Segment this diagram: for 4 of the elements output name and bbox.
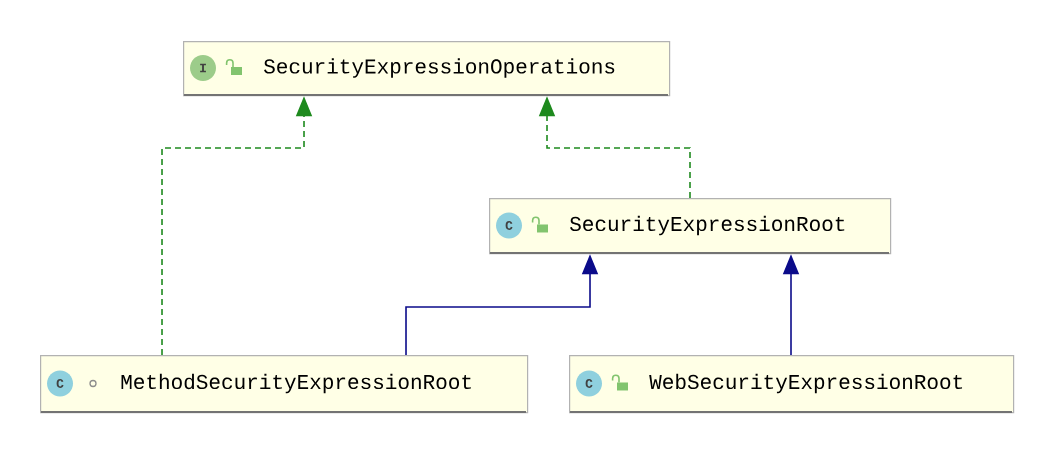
class-box: I SecurityExpressionOperations bbox=[183, 41, 671, 97]
class-box: C SecurityExpressionRoot bbox=[489, 198, 892, 255]
class-box: C MethodSecurityExpressionRoot bbox=[40, 354, 529, 414]
class-box: C WebSecurityExpressionRoot bbox=[569, 354, 1015, 414]
